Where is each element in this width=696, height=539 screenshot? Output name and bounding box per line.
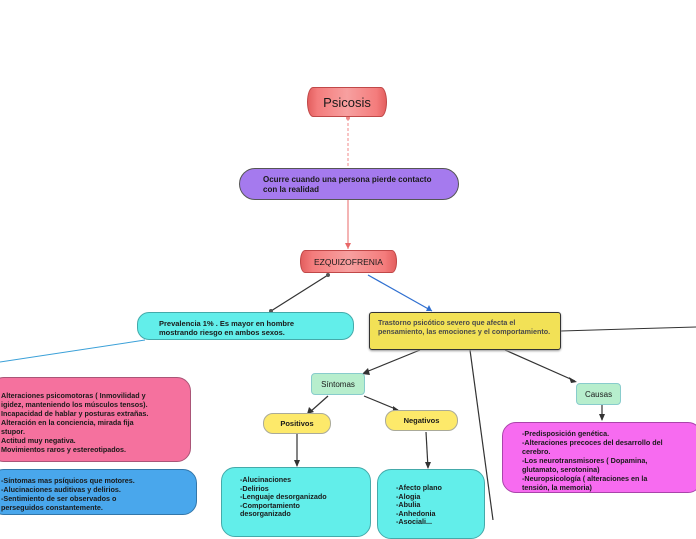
trastorno-text: Trastorno psicótico severo que afecta el…: [378, 318, 551, 336]
node-psicosis[interactable]: Psicosis: [307, 87, 387, 117]
node-definicion[interactable]: Ocurre cuando una persona pierde contact…: [239, 168, 459, 200]
causas-detalle-text: -Predisposición genética. -Alteraciones …: [522, 429, 663, 492]
node-negativos-detalle[interactable]: -Afecto plano -Alogia -Abulia -Anhedonia…: [377, 469, 485, 539]
connector-trastorno-causas: [504, 349, 576, 382]
positivos-detalle-text: -Alucinaciones -Delirios -Lenguaje desor…: [240, 475, 327, 518]
connector-esquizofrenia-prevalencia: [270, 274, 329, 312]
arrow-head: [345, 243, 351, 249]
node-causas[interactable]: Causas: [576, 383, 621, 405]
arrow-head: [362, 368, 370, 375]
negativos-detalle-text: -Afecto plano -Alogia -Abulia -Anhedonia…: [396, 483, 442, 526]
negativos-label: Negativos: [403, 416, 440, 425]
connector-dot: [326, 273, 330, 277]
connector-trastorno-right: [560, 326, 696, 332]
connector-trastorno-down: [469, 349, 494, 520]
causas-label: Causas: [584, 389, 613, 399]
node-esquizofrenia[interactable]: EZQUIZOFRENIA: [300, 250, 397, 273]
node-sintomas[interactable]: Síntomas: [311, 373, 365, 395]
positivos-label: Positivos: [280, 419, 314, 428]
sintomas-psiquicos-text: -Síntomas mas psíquicos que motores. -Al…: [1, 476, 135, 512]
connector-sintomas-positivos: [309, 395, 329, 413]
connector-sintomas-negativos: [363, 395, 399, 411]
connector-dot: [346, 116, 350, 120]
mind-map: Psicosis Ocurre cuando una persona pierd…: [0, 87, 696, 539]
connector-esquizofrenia-trastorno: [367, 274, 433, 312]
node-trastorno[interactable]: Trastorno psicótico severo que afecta el…: [369, 312, 561, 350]
node-positivos-detalle[interactable]: -Alucinaciones -Delirios -Lenguaje desor…: [221, 467, 371, 537]
node-prevalencia[interactable]: Prevalencia 1% . Es mayor en hombre most…: [137, 312, 354, 340]
node-negativos[interactable]: Negativos: [385, 410, 458, 431]
alteraciones-text: Alteraciones psicomotoras ( Inmovilidad …: [1, 391, 149, 454]
arrow-head: [294, 460, 300, 467]
connector-trastorno-sintomas: [365, 349, 421, 373]
node-causas-detalle[interactable]: -Predisposición genética. -Alteraciones …: [502, 422, 696, 493]
node-alteraciones[interactable]: Alteraciones psicomotoras ( Inmovilidad …: [0, 377, 191, 462]
prevalencia-text: Prevalencia 1% . Es mayor en hombre most…: [159, 319, 295, 337]
arrow-head: [569, 377, 577, 383]
sintomas-label: Síntomas: [321, 379, 355, 389]
psicosis-label: Psicosis: [323, 94, 371, 110]
arrow-head: [599, 414, 605, 421]
connector-prevalencia-left: [0, 339, 146, 363]
arrow-head: [425, 462, 431, 469]
arrow-head: [307, 407, 314, 414]
esquizofrenia-label: EZQUIZOFRENIA: [314, 256, 383, 267]
arrow-head: [426, 305, 432, 311]
node-sintomas-psiquicos[interactable]: -Síntomas mas psíquicos que motores. -Al…: [0, 469, 197, 515]
node-positivos[interactable]: Positivos: [263, 413, 331, 434]
definicion-text: Ocurre cuando una persona pierde contact…: [263, 175, 432, 194]
